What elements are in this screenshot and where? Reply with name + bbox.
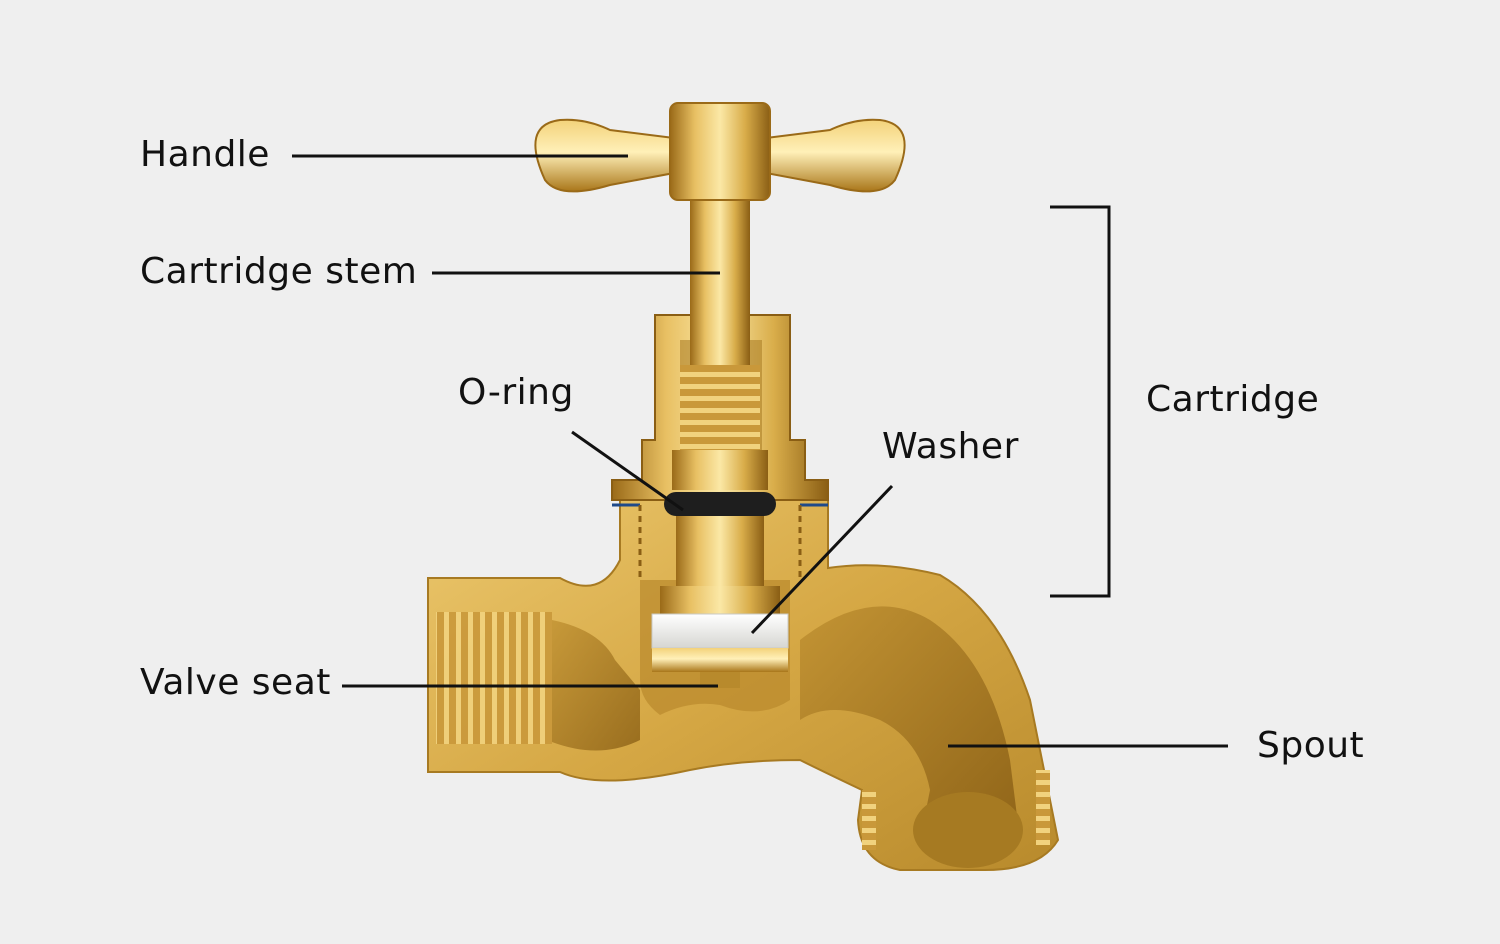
spout-label: Spout [1257,725,1365,766]
washer-label: Washer [882,426,1019,467]
cartridge-stem-part [651,185,789,688]
valve-seat-label: Valve seat [140,662,331,703]
cartridge-stem-label: Cartridge stem [140,251,418,292]
spout-outlet [913,792,1023,868]
washer-leader [750,484,894,635]
cartridge-label: Cartridge [1146,379,1320,420]
faucet-body [427,491,1060,871]
leader-lines [292,154,1228,748]
o-ring-leader [571,430,684,512]
o-ring-part [664,492,776,516]
spout-channel [800,606,1020,840]
valve-seat-part [700,672,740,688]
o-ring-label: O-ring [458,372,574,413]
washer-part [651,613,789,649]
handle-part [534,102,906,201]
inlet-thread [436,612,552,744]
cartridge-bracket [1050,205,1111,598]
handle-label: Handle [140,134,270,175]
